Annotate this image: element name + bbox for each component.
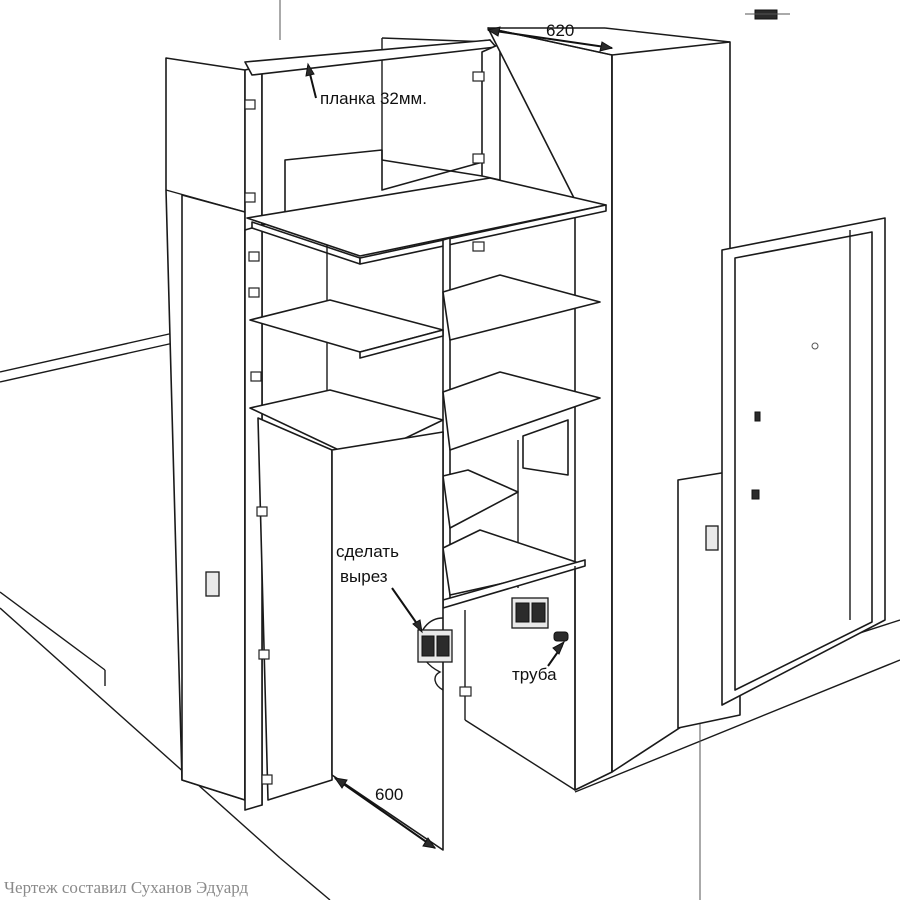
hinge-icon xyxy=(248,287,260,298)
wall-switch-icon-2 xyxy=(705,525,719,551)
hinge-icon xyxy=(250,371,262,382)
double-socket-icon xyxy=(417,629,453,663)
strip-label: планка 32мм. xyxy=(320,89,427,108)
pipe-label: труба xyxy=(512,665,557,684)
cutout-label-line1: сделать xyxy=(336,542,399,561)
door-peephole-icon xyxy=(811,342,819,350)
hinge-icon xyxy=(244,99,256,110)
hinge-group xyxy=(244,71,485,785)
upper-right-door xyxy=(481,43,501,181)
double-socket-icon-2 xyxy=(511,597,549,629)
entry-door xyxy=(705,217,886,706)
hinge-icon xyxy=(472,153,485,164)
pipe-icon xyxy=(553,631,569,642)
cutout-label-line2: вырез xyxy=(340,567,388,586)
depth-top-label: 620 xyxy=(546,21,574,40)
hinge-icon xyxy=(244,192,256,203)
hinge-icon xyxy=(256,506,268,517)
shelf-unit xyxy=(246,177,607,791)
wall-switch-icon xyxy=(205,571,220,597)
author-credit: Чертеж составил Суханов Эдуард xyxy=(4,878,249,897)
hinge-icon xyxy=(459,686,472,697)
ceiling-light-icon xyxy=(745,9,790,20)
hinge-icon xyxy=(472,241,485,252)
depth-bottom-label: 600 xyxy=(375,785,403,804)
hinge-icon xyxy=(248,251,260,262)
hinge-icon xyxy=(472,71,485,82)
left-open-door xyxy=(244,224,263,811)
lower-left-door xyxy=(257,417,444,851)
dimension-lines xyxy=(305,26,614,849)
hinge-icon xyxy=(261,774,273,785)
hinge-icon xyxy=(258,649,270,660)
